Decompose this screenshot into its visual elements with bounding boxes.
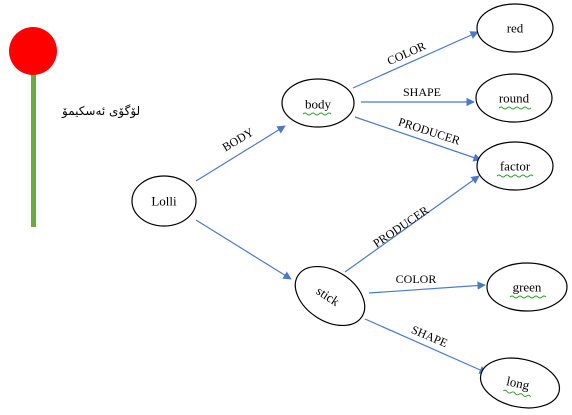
lollipop-stick xyxy=(31,65,36,227)
edges xyxy=(195,31,488,374)
node-green: green xyxy=(486,262,568,312)
node-round: round xyxy=(475,73,553,123)
node-stick: stick xyxy=(294,265,366,327)
lollipop-icon xyxy=(9,27,57,227)
edge-label-body-round: SHAPE xyxy=(403,85,441,99)
edge-body-factor xyxy=(354,116,482,162)
node-body: body xyxy=(281,78,355,128)
node-lolli: Lolli xyxy=(131,175,197,227)
edge-label-stick-green: COLOR xyxy=(396,272,437,286)
edge-stick-long xyxy=(364,318,488,374)
edge-label-stick-long: SHAPE xyxy=(409,322,449,350)
node-label-lolli: Lolli xyxy=(151,194,177,209)
edge-body-red xyxy=(352,31,479,89)
node-label-long: long xyxy=(505,373,531,393)
edge-lolli-stick xyxy=(195,219,292,280)
node-long: long xyxy=(479,357,561,409)
edge-label-lolli-body: BODY xyxy=(220,125,257,155)
lollipop-candy xyxy=(9,27,57,75)
node-label-factor: factor xyxy=(500,159,531,174)
logo-caption: لۆگۆی ئەسكیمۆ xyxy=(62,104,141,118)
node-red: red xyxy=(476,3,554,53)
node-factor: factor xyxy=(476,141,554,191)
edge-label-stick-factor: PRODUCER xyxy=(370,203,431,250)
node-label-body: body xyxy=(305,97,332,112)
edge-lolli-body xyxy=(195,125,286,182)
edge-stick-green xyxy=(368,281,486,294)
edge-stick-factor xyxy=(344,175,480,273)
node-label-green: green xyxy=(513,280,542,295)
node-label-red: red xyxy=(507,21,524,36)
node-label-round: round xyxy=(499,91,530,106)
